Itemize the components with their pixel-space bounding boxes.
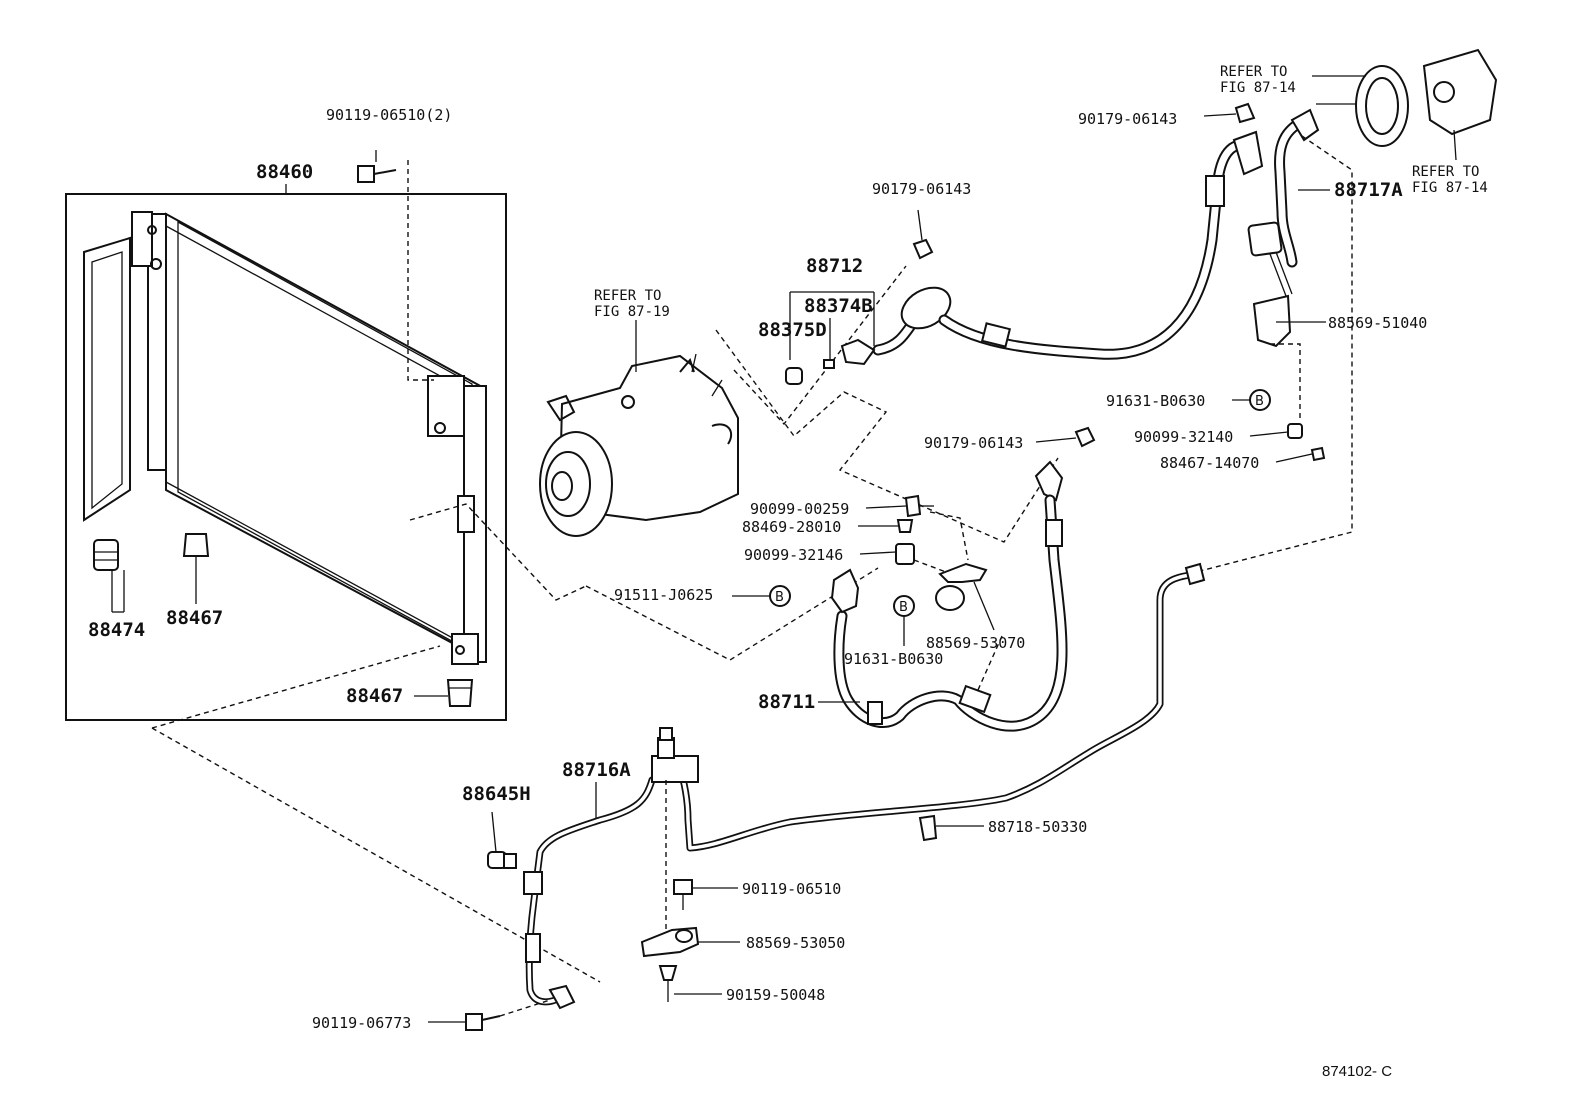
screw-50048-label: 90159-50048 [726,986,825,1004]
svg-text:B: B [1255,394,1264,409]
dryer-label: 88474 [88,619,145,641]
compressor-refer-line2: FIG 87-19 [594,304,670,320]
discharge-hose [840,130,1264,366]
nut-90179-top [1203,102,1256,124]
svg-text:B: B [899,600,908,615]
part-28010 [896,519,914,533]
condenser-label: 88460 [256,161,313,183]
suction-hose-88711 [830,460,1068,732]
group-88712-label: 88712 [806,255,863,277]
pressure-switch [487,811,517,869]
compressor-refer-line1: REFER TO [594,288,661,304]
screw-50048 [658,965,722,1002]
top-right-refer-line2: FIG 87-14 [1412,180,1488,196]
cushion-label-bottom: 88467 [346,685,403,707]
bracket-53070 [935,562,995,631]
pipe-joint-block [651,755,699,783]
condenser-left-tank [147,213,167,471]
condenser-side-seal [83,236,131,522]
expansion-valve-seal [1316,65,1409,147]
bolt-06510 [673,879,738,910]
cushion-inner [182,533,210,604]
clamp-50330 [918,814,984,842]
switch-88645h-label: 88645H [462,783,531,805]
expansion-valve [1422,48,1498,161]
nut-90179-mid [1074,426,1096,448]
nut-1-label: 90179-06143 [872,180,971,198]
receiver-dryer [93,539,125,613]
top-right-refer-line1: REFER TO [1412,164,1479,180]
part-32140 [1287,423,1303,439]
part-00259 [904,494,922,518]
suction-hose [1247,108,1320,348]
part-14070-label: 88467-14070 [1160,454,1259,472]
pipe-88716a [523,727,699,1010]
nut-2-label: 90179-06143 [1078,110,1177,128]
bracket-51040-label: 88569-51040 [1328,314,1427,332]
oring-j0625-label: 91511-J0625 [614,586,713,604]
hose-88717a-label: 88717A [1334,179,1403,201]
oring-b0630-mid-label: 91631-B0630 [844,650,943,668]
pipe-88716a-label: 88716A [562,759,631,781]
part-88374b [823,359,835,369]
bolt-06773-label: 90119-06773 [312,1014,411,1032]
part-28010-label: 88469-28010 [742,518,841,536]
bolt-06773 [428,1013,501,1031]
clamp-50330-label: 88718-50330 [988,818,1087,836]
nut-3-label: 90179-06143 [924,434,1023,452]
bracket-53050 [640,926,740,958]
svg-text:B: B [775,590,784,605]
hose-88711-label: 88711 [758,691,815,713]
b-mark-top [1249,389,1271,411]
bracket-53050-label: 88569-53050 [746,934,845,952]
compressor-clutch [539,431,613,537]
part-88375d [785,367,803,385]
cushion-label-inner: 88467 [166,607,223,629]
part-32146 [895,543,915,565]
part-32140-label: 90099-32140 [1134,428,1233,446]
part-88374b-label: 88374B [804,295,873,317]
bracket-53070-label: 88569-53070 [926,634,1025,652]
b-mark-left [769,585,791,607]
part-14070 [1310,446,1326,462]
part-32146-label: 90099-32146 [744,546,843,564]
top-left-refer-line2: FIG 87-14 [1220,80,1296,96]
cushion-bottom [414,679,474,707]
oring-b0630-top-label: 91631-B0630 [1106,392,1205,410]
bolt-top-label: 90119-06510(2) [326,106,452,124]
liquid-pipe-long [676,562,1206,852]
bolt-06510-label: 90119-06510 [742,880,841,898]
nut-90179-upper [912,209,934,260]
compressor [539,353,739,537]
top-left-refer-line1: REFER TO [1220,64,1287,80]
part-00259-label: 90099-00259 [750,500,849,518]
diagram-code: 874102- C [1322,1063,1392,1080]
part-88375d-label: 88375D [758,319,827,341]
condenser-group: 88460 88474 88467 88467 [65,161,507,721]
condenser-bolt [357,150,397,183]
